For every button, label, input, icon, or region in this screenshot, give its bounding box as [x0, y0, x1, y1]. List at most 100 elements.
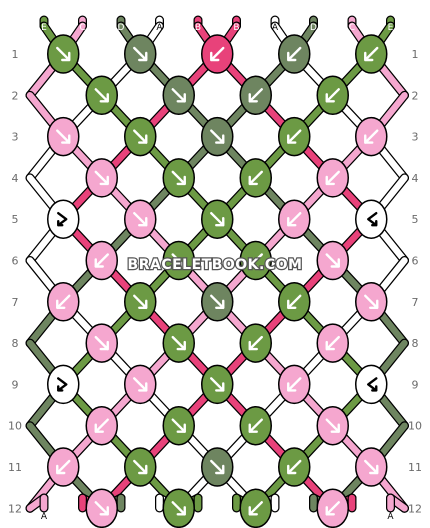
strand-label-bottom: E [195, 512, 201, 522]
knot-arrow-icon [248, 501, 263, 516]
knot-arrow-icon [56, 129, 71, 144]
knot-arrow-icon [56, 459, 71, 475]
row-label-left: 3 [12, 131, 19, 144]
knot-arrow-icon [94, 418, 109, 433]
row-label-right: 5 [412, 213, 419, 226]
knot-arrow-icon [287, 459, 302, 475]
strand-label-top: D [310, 23, 317, 33]
knot-arrow-icon [133, 46, 148, 62]
knot-arrow-icon [210, 459, 225, 475]
knot-arrow-icon [133, 459, 148, 475]
knot-arrow-icon [210, 212, 225, 227]
strand-label-top: D [118, 23, 125, 33]
row-label-left: 7 [12, 296, 19, 309]
knot-arrow-icon [248, 335, 263, 351]
strand-label-bottom: B [349, 512, 355, 522]
row-label-right: 3 [412, 131, 419, 144]
strand-label-top: E [41, 23, 47, 33]
strand-label-bottom: E [234, 512, 240, 522]
row-label-left: 12 [8, 502, 22, 515]
knot-layer [47, 34, 388, 528]
row-label-left: 11 [8, 461, 22, 474]
row-label-left: 10 [8, 420, 22, 433]
knot-arrow-icon [56, 294, 71, 309]
row-label-right: 6 [412, 255, 419, 268]
strand-label-top: B [233, 23, 239, 33]
knot-arrow-icon [287, 129, 302, 144]
strand-label-top: A [156, 23, 163, 33]
knot-arrow-icon [56, 46, 71, 62]
knot-arrow-icon [171, 253, 186, 268]
knot-arrow-icon [325, 501, 340, 516]
knot-arrow-icon [325, 253, 340, 268]
knot-arrow-icon [367, 212, 378, 227]
row-label-right: 11 [408, 461, 422, 474]
knot [47, 199, 80, 239]
knot-arrow-icon [133, 294, 148, 309]
knot-arrow-icon [287, 377, 302, 392]
knot-arrow-icon [325, 170, 340, 186]
knot [355, 364, 388, 405]
row-label-left: 8 [12, 337, 19, 350]
knot-arrow-icon [248, 88, 263, 103]
knot [355, 199, 388, 239]
strand-label-bottom: C [118, 512, 124, 522]
strand-label-top: A [272, 23, 279, 33]
knot-arrow-icon [325, 88, 340, 103]
knot-arrow-icon [57, 212, 68, 227]
knot-arrow-icon [364, 294, 379, 309]
knot-arrow-icon [171, 88, 186, 103]
knot-arrow-icon [94, 253, 109, 268]
knot-arrow-icon [287, 46, 302, 62]
knot-arrow-icon [171, 418, 186, 433]
knot-arrow-icon [210, 46, 225, 62]
knot-arrow-icon [325, 418, 340, 433]
row-label-left: 1 [12, 48, 19, 61]
knot-arrow-icon [248, 170, 263, 186]
strand-label-top: C [79, 23, 85, 33]
strand-label-top: B [195, 23, 201, 33]
knot-arrow-icon [133, 377, 148, 392]
knot-arrow-icon [287, 212, 302, 227]
knot-arrow-icon [57, 377, 68, 392]
knot-arrow-icon [171, 501, 186, 516]
strand-label-top: C [349, 23, 355, 33]
row-label-right: 12 [408, 502, 422, 515]
knot-arrow-icon [364, 129, 379, 144]
strand-label-top: E [388, 23, 394, 33]
row-label-right: 2 [412, 89, 419, 102]
knot-arrow-icon [94, 501, 109, 516]
knot-arrow-icon [210, 377, 225, 392]
row-label-right: 4 [412, 172, 419, 185]
knot-arrow-icon [287, 294, 302, 309]
row-label-left: 9 [12, 378, 19, 391]
knot-arrow-icon [171, 170, 186, 186]
knot-arrow-icon [133, 129, 148, 144]
row-label-right: 9 [412, 378, 419, 391]
knot [47, 364, 80, 405]
knot-arrow-icon [248, 418, 263, 433]
knot-arrow-icon [210, 294, 225, 309]
knot-arrow-icon [171, 335, 186, 351]
knot-arrow-icon [94, 335, 109, 351]
knot-arrow-icon [94, 88, 109, 103]
row-label-right: 1 [412, 48, 419, 61]
knot-arrow-icon [248, 253, 263, 268]
strand-label-bottom: A [387, 512, 394, 522]
knot-arrow-icon [364, 46, 379, 62]
row-label-right: 10 [408, 420, 422, 433]
strand-label-bottom: A [41, 512, 48, 522]
knot-arrow-icon [367, 377, 378, 392]
row-label-right: 8 [412, 337, 419, 350]
strand-label-bottom: D [272, 512, 279, 522]
row-label-left: 2 [12, 89, 19, 102]
knot-arrow-icon [364, 459, 379, 475]
knot-arrow-icon [133, 212, 148, 227]
strand-label-bottom: C [310, 512, 316, 522]
knot-arrow-icon [325, 335, 340, 351]
watermark: BRACELETBOOK.COM [128, 257, 303, 273]
knot-arrow-icon [210, 129, 225, 144]
row-label-left: 5 [12, 213, 19, 226]
